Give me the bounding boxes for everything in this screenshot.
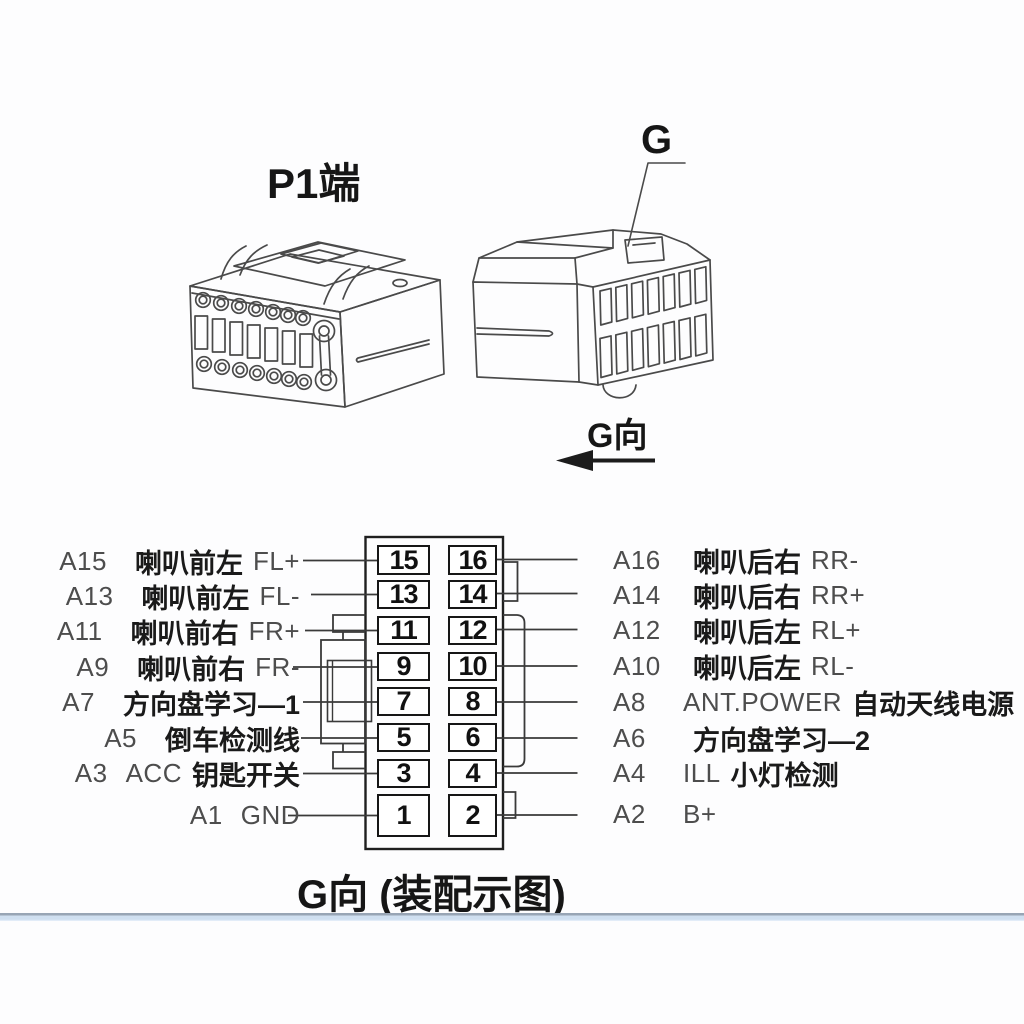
pin-box-13: 13 (377, 579, 430, 609)
pin-box-7: 7 (377, 686, 430, 716)
pin-box-16: 16 (448, 545, 497, 575)
pin-number: 16 (458, 544, 487, 575)
pin-code: A15 (59, 545, 107, 576)
pin-number: 3 (396, 758, 411, 788)
pin-box-12: 12 (448, 615, 497, 645)
pin-number: 5 (396, 722, 411, 752)
pin-box-8: 8 (448, 686, 497, 716)
pin-code: A10 (613, 650, 661, 681)
pin-box-10: 10 (448, 651, 497, 681)
g-callout-leader-line (627, 162, 686, 247)
connector-front-view-art (472, 229, 714, 399)
pin-number: 11 (390, 615, 418, 645)
pin-code: A2 (613, 798, 646, 829)
pin-number: 6 (465, 722, 480, 752)
g-direction-label: G向 (587, 417, 648, 455)
bottom-divider-line (0, 913, 1024, 921)
pin-box-3: 3 (377, 758, 430, 788)
pin-code: A6 (613, 722, 646, 753)
pin-code: A11 (56, 615, 103, 646)
pin-number: 4 (465, 758, 480, 788)
pin-number: 2 (465, 800, 480, 830)
pin-box-5: 5 (377, 722, 430, 752)
pin-box-1: 1 (377, 794, 430, 837)
pin-code: A9 (76, 651, 110, 682)
pin-number: 10 (458, 651, 487, 681)
pin-code: A1 (189, 799, 223, 830)
pin-number: 15 (389, 544, 418, 575)
pin-number: 1 (396, 800, 411, 830)
pin-code: A12 (613, 614, 661, 645)
assembly-view-caption: G向 (装配示图) (297, 873, 566, 917)
pin-code: A16 (613, 544, 661, 575)
pin-box-9: 9 (377, 651, 430, 681)
p1-end-title: P1端 (267, 160, 361, 207)
pin-code: A14 (613, 579, 661, 610)
pin-number: 8 (465, 686, 480, 716)
pin-code: A5 (104, 722, 137, 753)
pin-code: A3 (74, 757, 108, 788)
pin-box-15: 15 (377, 545, 430, 575)
pin-box-11: 11 (377, 615, 430, 645)
pin-code: A7 (62, 686, 95, 717)
pin-number: 13 (389, 579, 418, 609)
pin-code: A13 (65, 580, 114, 611)
pin-number: 12 (458, 615, 487, 645)
pin-box-2: 2 (448, 794, 497, 837)
pin-number: 14 (458, 579, 487, 609)
pin-box-6: 6 (448, 722, 497, 752)
g-callout-label: G (641, 118, 673, 162)
pin-number: 7 (396, 686, 411, 716)
pin-code: A8 (613, 686, 646, 717)
g-direction-arrow-icon (556, 450, 655, 471)
pin-box-14: 14 (448, 579, 497, 609)
pinout-line-art (288, 535, 578, 851)
connector-rear-view-art (189, 241, 445, 408)
pin-box-4: 4 (448, 758, 497, 788)
pin-number: 9 (396, 651, 411, 681)
pin-code: A4 (613, 757, 646, 788)
